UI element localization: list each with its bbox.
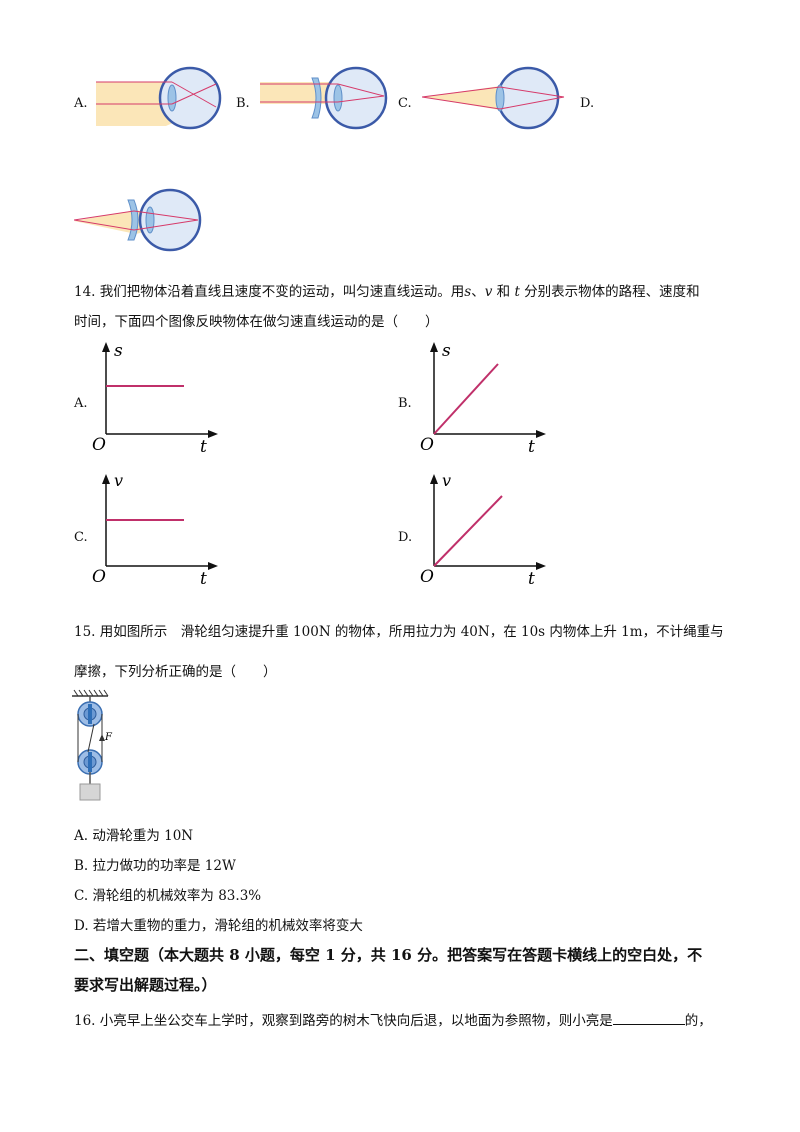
ray-top [422, 86, 501, 98]
y-axis-label: s [114, 341, 123, 361]
y-axis-label: s [442, 341, 451, 361]
x-arrow [208, 430, 218, 438]
q14-graph-b: s O t [420, 341, 546, 456]
q13-diagram-d [74, 188, 202, 252]
q16-text-after: 的， [684, 1013, 712, 1029]
q14-var-s: s [464, 284, 472, 300]
q14-text-line2: 时间，下面四个图像反映物体在做匀速直线运动的是（ ） [74, 314, 439, 330]
eye-lens [333, 84, 343, 112]
load-block [79, 783, 101, 801]
origin-label: O [92, 435, 106, 455]
q14-text-b: 分别表示物体的路程、速度和 [519, 284, 700, 300]
q14-graph-a: s O t [92, 341, 218, 456]
q14-graph-d: v O t [420, 471, 546, 588]
eye-lens [167, 84, 177, 112]
origin-label: O [92, 567, 106, 587]
ray-bottom [74, 219, 135, 231]
ray-bottom-refracted [337, 95, 385, 103]
correction-lens [311, 77, 322, 119]
q16-text-before: 16. 小亮早上坐公交车上学时，观察到路旁的树木飞快向后退，以地面为参照物，则小… [74, 1013, 613, 1029]
q15-option-d: D. 若增大重物的重力，滑轮组的机械效率将变大 [74, 918, 363, 934]
q13-diagram-a [96, 66, 222, 130]
pulley-diagram: F [72, 689, 113, 801]
q14-graph-d-label: D. [398, 530, 413, 545]
ray-top-refracted [337, 83, 385, 97]
force-label: F [104, 732, 113, 743]
q16-answer-blank[interactable] [612, 1010, 685, 1025]
ray-top [74, 210, 135, 221]
ray-bottom [422, 96, 501, 110]
q15-option-b: B. 拉力做功的功率是 12W [74, 858, 236, 874]
q13-option-d-label: D. [580, 96, 595, 111]
q16-text: 16. 小亮早上坐公交车上学时，观察到路旁的树木飞快向后退，以地面为参照物，则小… [74, 1010, 734, 1031]
eye-ball [496, 66, 560, 130]
y-arrow [430, 474, 438, 484]
x-axis-label: t [200, 437, 207, 456]
ray-bottom-refracted [133, 219, 199, 231]
y-arrow [430, 342, 438, 352]
q15-option-c: C. 滑轮组的机械效率为 83.3% [74, 888, 262, 904]
ray-top-refracted [499, 86, 565, 98]
q14-text-a: 我们把物体沿着直线且速度不变的运动，叫匀速直线运动。用 [99, 284, 465, 300]
x-arrow [536, 430, 546, 438]
ray-bottom-refracted [499, 96, 565, 110]
q15-text-line1: 15. 用如图所示 滑轮组匀速提升重 100N 的物体，所用拉力为 40N，在 … [74, 624, 724, 640]
movable-pulley-bracket [88, 752, 92, 772]
origin-label: O [420, 435, 434, 455]
origin-label: O [420, 567, 434, 587]
fixed-pulley-bracket [88, 704, 92, 724]
x-arrow [208, 562, 218, 570]
ceiling-hatch [73, 689, 109, 697]
q14-sep: 、 [471, 284, 485, 300]
q13-option-a-label: A. [74, 96, 88, 111]
y-arrow [102, 342, 110, 352]
eye-ball [138, 188, 202, 252]
q14-graph-c-label: C. [74, 530, 88, 545]
q13-diagram-c [422, 66, 565, 130]
q14-graph-c: v O t [92, 471, 218, 588]
q15-text-line2: 摩擦，下列分析正确的是（ ） [74, 664, 277, 680]
q13-option-b-label: B. [236, 96, 250, 111]
q14-and: 和 [492, 284, 515, 300]
q14-graph-b-label: B. [398, 396, 412, 411]
q14-var-t: t [514, 284, 520, 300]
y-arrow [102, 474, 110, 484]
eye-ball [158, 66, 222, 130]
y-axis-label: v [114, 471, 123, 490]
x-axis-label: t [528, 569, 535, 588]
x-axis-label: t [528, 437, 535, 456]
y-axis-label: v [442, 471, 451, 490]
q13-diagram-b [260, 66, 388, 130]
graph-line [433, 363, 499, 435]
x-axis-label: t [200, 569, 207, 588]
q14-graph-a-label: A. [74, 396, 88, 411]
force-arrow-head [99, 734, 105, 741]
q13-option-c-label: C. [398, 96, 412, 111]
graph-line [433, 495, 503, 567]
q14-number: 14. [74, 284, 96, 300]
ray-top-refracted [133, 210, 199, 221]
eye-lens [145, 206, 155, 234]
x-arrow [536, 562, 546, 570]
q15-option-a: A. 动滑轮重为 10N [74, 828, 194, 844]
q14-var-v: v [484, 284, 493, 300]
q14-text-line1: 14. 我们把物体沿着直线且速度不变的运动，叫匀速直线运动。用s、v 和 t 分… [74, 282, 734, 302]
section2-heading-line2: 要求写出解题过程。） [74, 976, 217, 994]
ray-bottom-refracted [171, 83, 217, 105]
eye-ball [324, 66, 388, 130]
rope-middle [87, 723, 95, 753]
section2-heading-line1: 二、填空题（本大题共 8 小题，每空 1 分，共 16 分。把答案写在答题卡横线… [74, 946, 703, 964]
eye-lens [495, 84, 505, 112]
